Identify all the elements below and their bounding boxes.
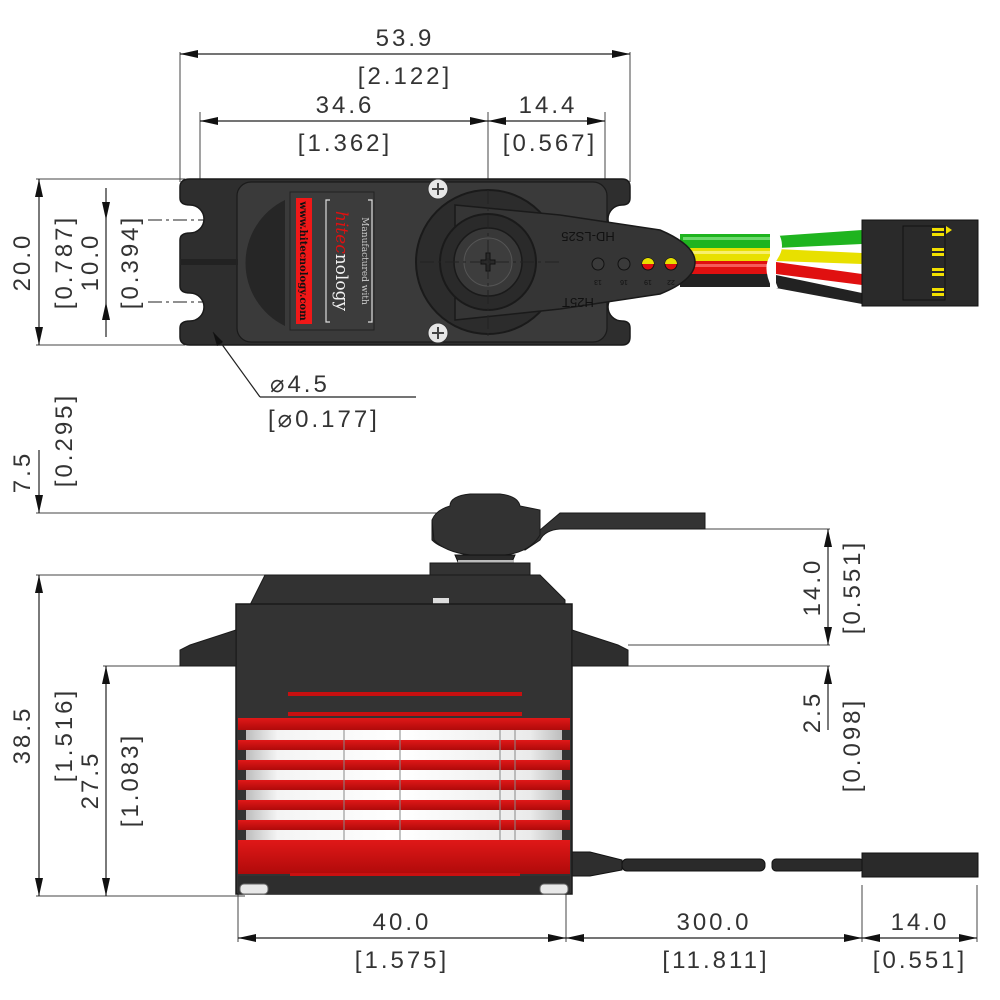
servo-body-top: www.hitecnology.com Manufactured with hi… [179, 178, 696, 346]
dimension-body-length: 40.0 [1.575] [238, 909, 566, 974]
dimension-horn-height: 7.5 [0.295] [9, 393, 78, 513]
dim-value-mm: 27.5 [77, 751, 104, 810]
dim-value-in: [0.787] [51, 215, 78, 309]
dimension-overall-width: 53.9 [2.122] [180, 25, 630, 90]
dim-value-mm: 38.5 [9, 706, 36, 765]
dimension-flange-thickness: 2.5 [0.098] [799, 666, 866, 792]
servo-horn-side [429, 493, 706, 580]
svg-text:13: 13 [594, 278, 602, 285]
connector-side [861, 852, 979, 878]
servo-body-side [179, 574, 629, 895]
servo-lead-side [567, 851, 979, 878]
label-brand-a: hitec [331, 211, 351, 254]
dimension-output-to-edge: 14.4 [0.567] [488, 92, 605, 157]
dim-value-mm: 20.0 [9, 233, 36, 292]
connector-top [861, 219, 979, 307]
dimension-connector-length: 14.0 [0.551] [862, 909, 977, 974]
wire-break-symbol [766, 232, 782, 288]
servo-lead-top [680, 219, 979, 307]
dim-value-mm: 2.5 [799, 691, 826, 733]
wire-ground [680, 274, 770, 287]
dim-value-in: [1.083] [117, 733, 144, 827]
dim-value-in: [0.567] [503, 130, 597, 157]
label-line1: Manufactured with [359, 217, 369, 305]
label-brand-b: nology [331, 254, 351, 312]
horn-model-bottom: H25T [562, 295, 594, 310]
dimension-overall-height: 38.5 [1.516] [9, 575, 78, 896]
horn-hole: 13 [591, 257, 605, 285]
dim-value-mm: 300.0 [676, 909, 751, 936]
dimension-hole-diameter: ⌀4.5 [⌀0.177] [212, 331, 416, 433]
svg-text:22: 22 [667, 278, 675, 285]
heatsink-fins [238, 740, 570, 830]
dimension-hole-to-output: 34.6 [1.362] [200, 92, 488, 157]
mount-screw-icon [427, 178, 449, 200]
dim-value-mm: 40.0 [373, 909, 432, 936]
dim-value-in: [11.811] [662, 947, 769, 974]
heatsink-fin [238, 718, 570, 730]
dim-value-in: [1.575] [355, 947, 449, 974]
svg-text:hitecnology: hitecnology [331, 211, 351, 312]
dim-value-mm: 34.6 [316, 92, 375, 119]
dim-value-in: [0.295] [51, 393, 78, 487]
dimension-body-depth: 20.0 [0.787] [9, 179, 78, 345]
dimension-hole-spacing: 10.0 [0.394] [77, 188, 144, 337]
dim-value-in: [1.362] [298, 130, 392, 157]
dim-value-in: [⌀0.177] [268, 406, 380, 433]
dimension-mount-height: 27.5 [1.083] [77, 666, 144, 896]
dim-value-mm: 14.0 [799, 558, 826, 617]
dim-value-in: [0.551] [873, 947, 967, 974]
dimension-top-to-flange: 14.0 [0.551] [799, 529, 866, 645]
dim-value-in: [0.551] [839, 540, 866, 634]
svg-text:16: 16 [620, 278, 628, 285]
horn-model-top: HD-LS25 [561, 229, 614, 244]
mount-screw-icon [433, 598, 449, 605]
dimension-lead-length: 300.0 [11.811] [566, 909, 862, 974]
dim-value-in: [0.394] [117, 215, 144, 309]
dim-value-in: [1.516] [51, 688, 78, 782]
side-view: 7.5 [0.295] 38.5 [1.516] 27.5 [1.083] 14… [9, 393, 979, 974]
horn-hole: 16 [617, 257, 631, 285]
dim-value-mm: 53.9 [376, 25, 435, 52]
dim-value-in: [2.122] [358, 63, 452, 90]
dim-value-mm: ⌀4.5 [270, 371, 330, 398]
top-view: 53.9 [2.122] 34.6 [1.362] 14.4 [0.567] 2… [9, 25, 979, 433]
svg-text:19: 19 [644, 278, 652, 285]
horn-hole: 19 [641, 257, 655, 285]
dim-value-mm: 14.0 [891, 909, 950, 936]
dim-value-mm: 7.5 [9, 451, 36, 493]
wire-signal [680, 234, 770, 248]
label-url: www.hitecnology.com [297, 200, 308, 321]
horn-hole: 22 [664, 257, 678, 285]
pin-1-marker-icon [946, 226, 952, 234]
mount-screw-icon [427, 322, 449, 344]
dim-value-mm: 10.0 [77, 233, 104, 292]
dim-value-in: [0.098] [839, 698, 866, 792]
dim-value-mm: 14.4 [519, 92, 578, 119]
